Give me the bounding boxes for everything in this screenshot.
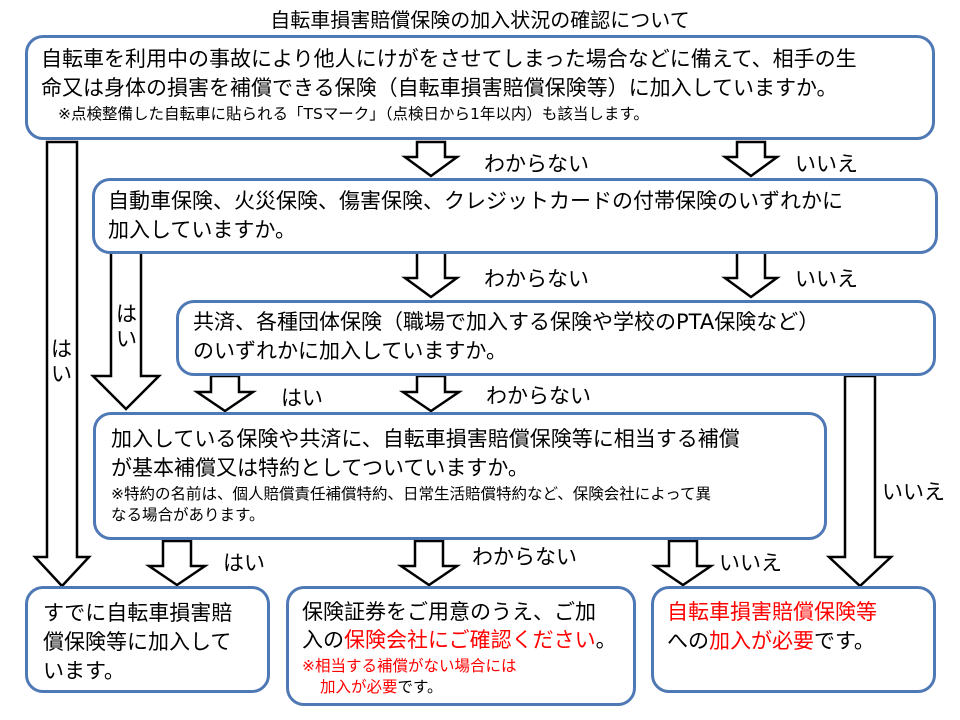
label-q1-yes-char-1: は — [51, 337, 72, 361]
arrow-q2-unknown — [401, 250, 461, 299]
result-enrollment-required-line-2-suffix: です。 — [814, 629, 875, 653]
result-already-insured-line-2: 償保険等に加入して — [43, 630, 232, 654]
result-enrollment-required-box — [651, 586, 936, 693]
question-4-note-line-2: なる場合があります。 — [111, 506, 265, 524]
label-q4-no: いいえ — [719, 551, 782, 575]
arrow-q2-no — [721, 250, 781, 299]
enrollment-required-text: 加入が必要 — [709, 629, 814, 653]
result-already-insured-line-1: すでに自転車損害賠 — [43, 601, 233, 625]
result-check-insurer-note-line-2: 加入が必要です。 — [320, 677, 442, 698]
label-q3-no: いいえ — [882, 480, 945, 504]
label-q1-unknown: わからない — [484, 152, 589, 176]
label-q3-yes: はい — [281, 386, 323, 410]
label-q4-unknown: わからない — [472, 545, 577, 569]
question-3-line-2: のいずれかに加入していますか。 — [193, 339, 507, 363]
question-4-note-line-1: ※特約の名前は、個人賠償責任補償特約、日常生活賠償特約など、保険会社によって異 — [111, 485, 711, 503]
arrow-q4-unknown — [396, 539, 462, 587]
result-enrollment-required-line-1: 自転車損害賠償保険等 — [667, 600, 877, 624]
question-2-box — [92, 178, 938, 254]
arrow-q1-unknown — [401, 140, 461, 178]
result-check-insurer-line-2: 入の保険会社にご確認ください。 — [302, 625, 617, 656]
result-check-insurer-note-line-1: ※相当する補償がない場合には — [302, 657, 517, 675]
question-4-box — [93, 412, 827, 540]
label-q2-unknown: わからない — [484, 267, 589, 291]
result-already-insured-line-3: います。 — [43, 659, 125, 683]
label-q2-yes-char-2: い — [116, 327, 137, 351]
question-2-line-2: 加入していますか。 — [108, 218, 296, 242]
question-1-note: ※点検整備した自転車に貼られる「TSマーク」（点検日から1年以内）も該当します。 — [58, 105, 649, 123]
label-q2-no: いいえ — [795, 267, 858, 291]
question-4-line-2: が基本補償又は特約としてついていますか。 — [111, 456, 529, 480]
enrollment-required-note-text: 加入が必要 — [320, 678, 398, 696]
question-1-box — [25, 35, 935, 140]
question-4-line-1: 加入している保険や共済に、自転車損害賠償保険等に相当する補償 — [111, 427, 740, 451]
question-3-line-1: 共済、各種団体保険（職場で加入する保険や学校のPTA保険など） — [193, 310, 820, 334]
arrow-q3-unknown — [398, 374, 464, 413]
label-q2-yes-char-1: は — [116, 302, 137, 326]
label-q1-yes-char-2: い — [51, 362, 72, 386]
arrow-q4-yes — [144, 539, 210, 587]
label-q1-no: いいえ — [795, 152, 858, 176]
result-enrollment-required-line-2: への加入が必要です。 — [667, 626, 875, 657]
result-check-insurer-box — [286, 586, 636, 706]
confirm-with-insurer-text: 保険会社にご確認ください — [344, 628, 596, 652]
page-title: 自転車損害賠償保険の加入状況の確認について — [270, 8, 690, 32]
result-already-insured-box — [25, 586, 270, 693]
question-3-box — [176, 300, 936, 376]
arrow-q3-yes — [192, 374, 258, 413]
arrow-q3-no — [825, 374, 895, 588]
result-check-insurer-line-1: 保険証券をご用意のうえ、ご加 — [302, 600, 596, 624]
result-check-insurer-line-2-prefix: 入の — [302, 628, 344, 652]
arrow-q4-no — [650, 539, 716, 587]
question-1-line-1: 自転車を利用中の事故により他人にけがをさせてしまった場合などに備えて、相手の生 — [41, 47, 857, 71]
result-enrollment-required-line-2-prefix: への — [667, 629, 709, 653]
result-check-insurer-note-suffix: です。 — [397, 678, 443, 696]
arrow-q2-yes — [89, 250, 163, 411]
question-1-line-2: 命又は身体の損害を補償できる保険（自転車損害賠償保険等）に加入していますか。 — [41, 76, 838, 100]
arrow-q1-yes — [32, 140, 92, 588]
label-q3-unknown: わからない — [486, 384, 591, 408]
result-check-insurer-line-2-suffix: 。 — [595, 628, 617, 652]
question-2-line-1: 自動車保険、火災保険、傷害保険、クレジットカードの付帯保険のいずれかに — [108, 189, 843, 213]
arrow-q1-no — [721, 140, 781, 178]
label-q4-yes: はい — [223, 551, 265, 575]
